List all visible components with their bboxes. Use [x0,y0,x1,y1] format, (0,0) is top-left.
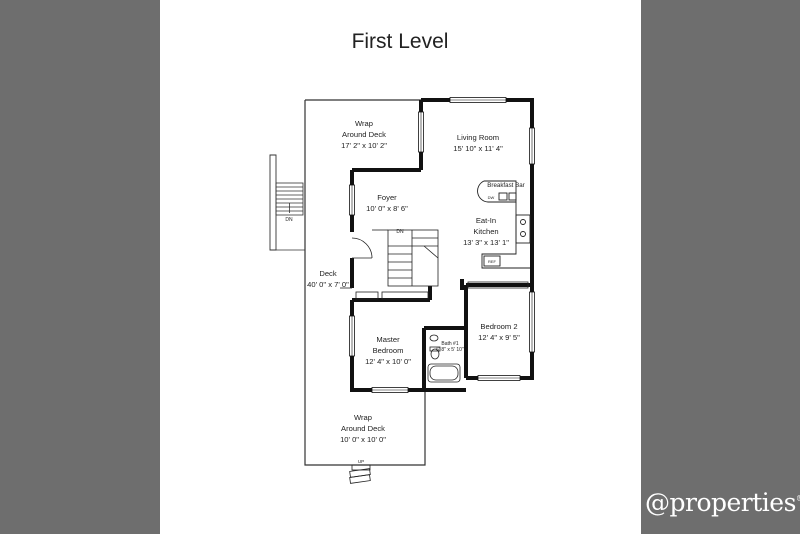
master-bedroom-name1: Master [376,335,400,344]
wrap-deck-top-name1: Wrap [355,119,373,128]
bottom-step-up: UP [358,459,364,464]
interior-stair [372,229,439,287]
kitchen-size: 13' 3" x 13' 1" [463,238,509,247]
bath-size: 6' 8" x 5' 10" [436,347,464,353]
entry-door [340,237,373,289]
plan-title: First Level [351,30,449,53]
wrap-deck-top-size: 17' 2" x 10' 2" [341,141,387,150]
ref-label: REF [488,259,497,264]
wrap-deck-bottom-size: 10' 0" x 10' 0" [340,435,386,444]
kitchen-name2: Kitchen [473,227,498,236]
outside-stair-dn: DN [285,217,293,223]
floor-plan-page [160,0,641,534]
bath-fixtures [427,334,461,383]
living-room-name: Living Room [457,133,499,142]
outside-stair [269,154,305,251]
foyer-size: 10' 0" x 8' 6" [366,204,408,213]
breakfast-bar-label: Breakfast Bar [487,182,525,189]
wrap-deck-top-name2: Around Deck [342,130,386,139]
right-margin-band [641,0,800,534]
deck-size: 40' 0" x 7' 0" [307,280,349,289]
kitchen-name1: Eat-In [476,216,496,225]
wrap-deck-bottom-name1: Wrap [354,413,372,422]
bath-name: Bath #1 [441,341,458,347]
bedroom-2-name: Bedroom 2 [480,322,517,331]
master-bedroom-name2: Bedroom [373,346,404,355]
logo-registered-mark: ® [795,494,800,503]
inside-stair-dn: DN [396,229,404,235]
dw-label: DW [488,195,495,200]
wrap-deck-bottom-name2: Around Deck [341,424,385,433]
bottom-step [349,464,371,484]
living-room-size: 15' 10" x 11' 4" [453,144,503,153]
left-margin-band [0,0,160,534]
kitchen-counter [477,180,531,269]
foyer-name: Foyer [377,193,397,202]
deck-name: Deck [319,269,337,278]
bedroom-2-size: 12' 4" x 9' 5" [478,333,520,342]
closets [355,281,529,300]
windows [349,97,535,393]
master-bedroom-size: 12' 4" x 10' 0" [365,357,411,366]
logo-text: @properties [645,488,796,517]
properties-logo: @properties® [645,488,800,517]
